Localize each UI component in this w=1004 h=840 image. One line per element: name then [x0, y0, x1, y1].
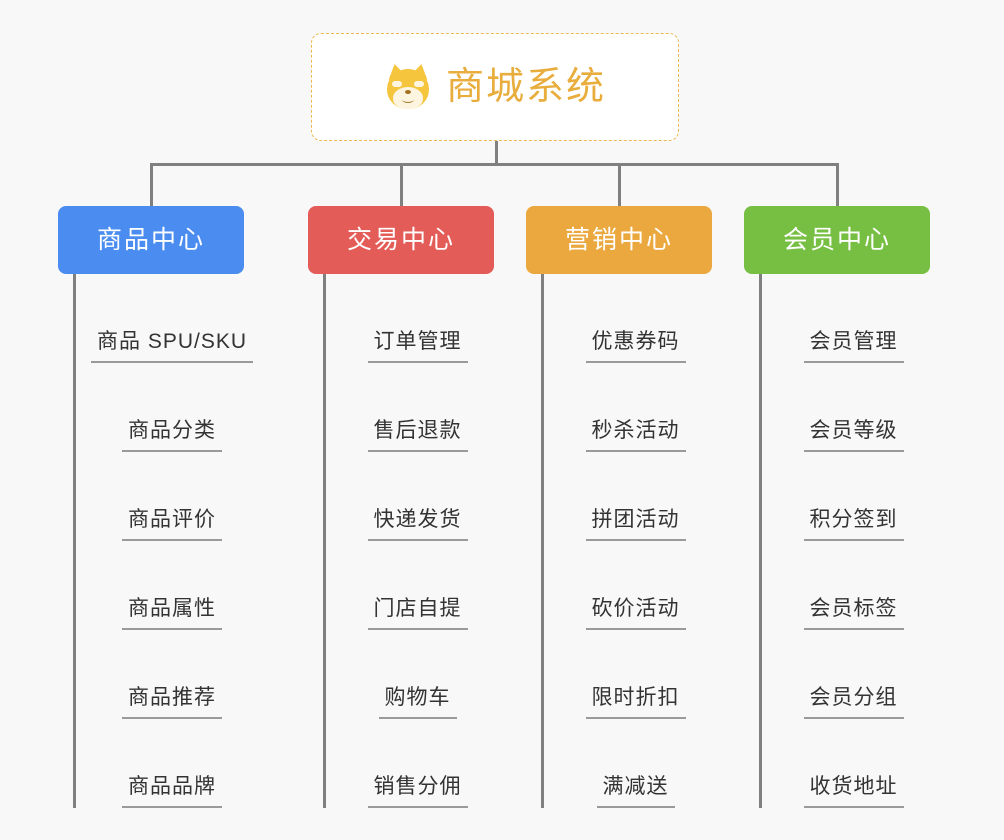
leaf-label: 门店自提 — [367, 596, 468, 630]
list-item[interactable]: 商品评价 — [73, 452, 253, 541]
list-item[interactable]: 积分签到 — [759, 452, 930, 541]
connector-drop-3 — [618, 163, 621, 208]
list-item[interactable]: 商品分类 — [73, 363, 253, 452]
leaf-spine — [759, 274, 762, 808]
list-item[interactable]: 销售分佣 — [323, 719, 494, 808]
leaf-list-product: 商品 SPU/SKU 商品分类 商品评价 商品属性 商品推荐 商品品牌 — [58, 274, 254, 808]
leaf-label: 会员管理 — [803, 329, 904, 363]
leaf-label: 售后退款 — [367, 418, 468, 452]
leaf-label: 购物车 — [378, 685, 457, 719]
leaf-spine — [541, 274, 544, 808]
category-header-member[interactable]: 会员中心 — [744, 206, 930, 274]
category-header-label: 商品中心 — [96, 225, 205, 254]
connector-drop-4 — [836, 163, 839, 208]
list-item[interactable]: 商品属性 — [73, 541, 253, 630]
list-item[interactable]: 会员等级 — [759, 363, 930, 452]
leaf-label: 销售分佣 — [367, 774, 468, 808]
leaf-label: 优惠券码 — [585, 329, 686, 363]
category-header-label: 交易中心 — [346, 225, 455, 254]
category-column-product: 商品中心 商品 SPU/SKU 商品分类 商品评价 商品属性 商品推荐 商品品牌 — [58, 206, 254, 808]
category-header-label: 营销中心 — [564, 225, 673, 254]
list-item[interactable]: 秒杀活动 — [541, 363, 712, 452]
list-item[interactable]: 门店自提 — [323, 541, 494, 630]
connector-drop-1 — [150, 163, 153, 208]
list-item[interactable]: 会员管理 — [759, 274, 930, 363]
list-item[interactable]: 会员分组 — [759, 630, 930, 719]
leaf-spine — [73, 274, 76, 808]
leaf-label: 砍价活动 — [585, 596, 686, 630]
leaf-label: 商品分类 — [122, 418, 223, 452]
leaf-list-trade: 订单管理 售后退款 快递发货 门店自提 购物车 销售分佣 — [308, 274, 494, 808]
connector-drop-2 — [400, 163, 403, 208]
leaf-label: 订单管理 — [367, 329, 468, 363]
leaf-label: 商品推荐 — [122, 685, 223, 719]
leaf-label: 满减送 — [596, 774, 675, 808]
leaf-label: 快递发货 — [367, 507, 468, 541]
shiba-inu-dog-face-icon — [384, 62, 432, 111]
list-item[interactable]: 会员标签 — [759, 541, 930, 630]
leaf-label: 商品属性 — [122, 596, 223, 630]
list-item[interactable]: 砍价活动 — [541, 541, 712, 630]
category-header-marketing[interactable]: 营销中心 — [526, 206, 712, 274]
list-item[interactable]: 售后退款 — [323, 363, 494, 452]
category-column-marketing: 营销中心 优惠券码 秒杀活动 拼团活动 砍价活动 限时折扣 满减送 — [526, 206, 712, 808]
leaf-list-member: 会员管理 会员等级 积分签到 会员标签 会员分组 收货地址 — [744, 274, 930, 808]
leaf-label: 商品评价 — [122, 507, 223, 541]
leaf-label: 收货地址 — [803, 774, 904, 808]
list-item[interactable]: 优惠券码 — [541, 274, 712, 363]
leaf-label: 会员标签 — [803, 596, 904, 630]
list-item[interactable]: 商品 SPU/SKU — [73, 274, 254, 363]
root-node-title: 商城系统 — [445, 66, 606, 108]
list-item[interactable]: 购物车 — [323, 630, 494, 719]
leaf-label: 积分签到 — [803, 507, 904, 541]
leaf-label: 商品品牌 — [122, 774, 223, 808]
category-column-trade: 交易中心 订单管理 售后退款 快递发货 门店自提 购物车 销售分佣 — [308, 206, 494, 808]
leaf-label: 商品 SPU/SKU — [91, 329, 254, 363]
list-item[interactable]: 快递发货 — [323, 452, 494, 541]
leaf-label: 秒杀活动 — [585, 418, 686, 452]
connector-horizontal-bus — [150, 163, 839, 166]
root-node[interactable]: 商城系统 — [311, 33, 679, 141]
list-item[interactable]: 订单管理 — [323, 274, 494, 363]
leaf-label: 限时折扣 — [585, 685, 686, 719]
connector-root-stem — [495, 141, 498, 166]
leaf-spine — [323, 274, 326, 808]
leaf-label: 会员等级 — [803, 418, 904, 452]
list-item[interactable]: 收货地址 — [759, 719, 930, 808]
leaf-label: 会员分组 — [803, 685, 904, 719]
list-item[interactable]: 限时折扣 — [541, 630, 712, 719]
list-item[interactable]: 满减送 — [541, 719, 712, 808]
leaf-label: 拼团活动 — [585, 507, 686, 541]
category-header-trade[interactable]: 交易中心 — [308, 206, 494, 274]
category-column-member: 会员中心 会员管理 会员等级 积分签到 会员标签 会员分组 收货地址 — [744, 206, 930, 808]
category-header-product[interactable]: 商品中心 — [58, 206, 244, 274]
list-item[interactable]: 商品品牌 — [73, 719, 253, 808]
list-item[interactable]: 拼团活动 — [541, 452, 712, 541]
list-item[interactable]: 商品推荐 — [73, 630, 253, 719]
leaf-list-marketing: 优惠券码 秒杀活动 拼团活动 砍价活动 限时折扣 满减送 — [526, 274, 712, 808]
category-header-label: 会员中心 — [782, 225, 891, 254]
